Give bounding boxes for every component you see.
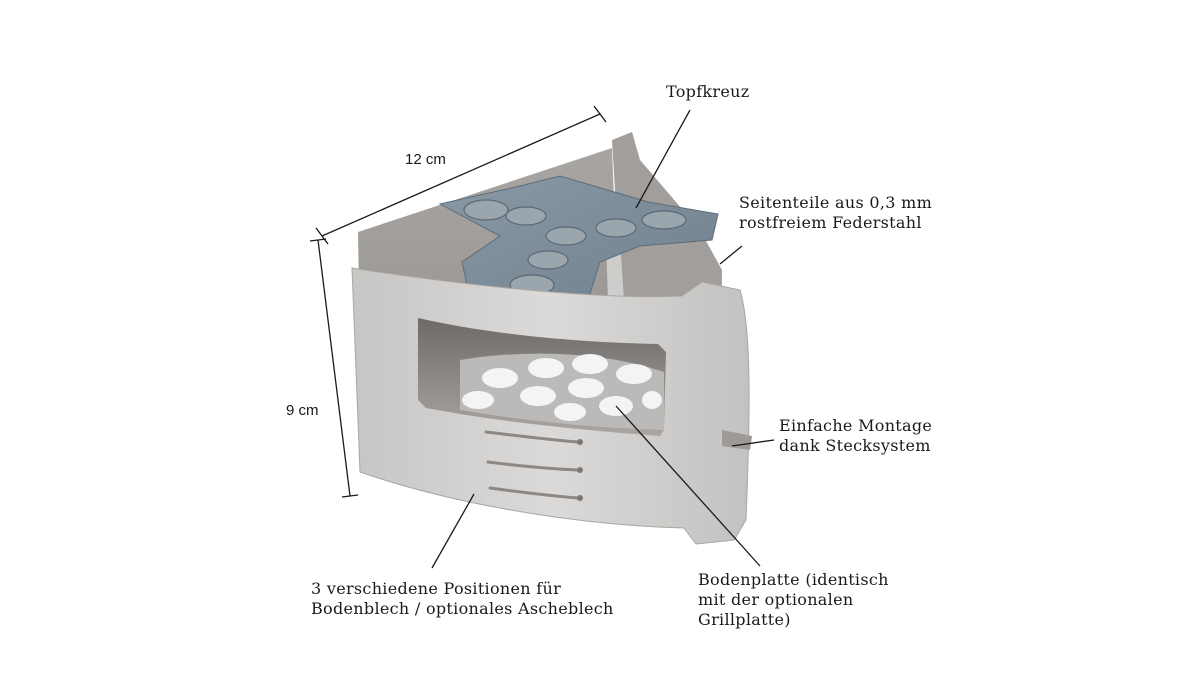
leader-positionen [431,493,475,569]
callout-seitenteile-line-1: Seitenteile aus 0,3 mm [739,193,933,212]
base-plate-holes [462,354,662,421]
leader-topfkreuz [635,109,691,209]
slot-rivets [577,439,583,501]
width-dimension-label: 12 cm [405,151,446,168]
callout-lines [431,109,775,569]
callout-montage: Einfache Montage dank Stecksystem [779,416,932,456]
callout-montage-line-1: Einfache Montage [779,416,933,435]
callout-positionen: 3 verschiedene Positionen für Bodenblech… [311,579,614,619]
callout-bodenplatte-line-3: Grillplatte) [698,610,791,629]
pot-cross-holes [463,199,687,296]
callout-bodenplatte: Bodenplatte (identisch mit der optionale… [698,570,889,630]
callout-topfkreuz: Topfkreuz [666,82,750,101]
callout-seitenteile: Seitenteile aus 0,3 mm rostfreiem Feders… [739,193,932,233]
callout-positionen-line-2: Bodenblech / optionales Ascheblech [311,599,614,618]
height-dimension-label: 9 cm [286,402,319,419]
callout-montage-line-2: dank Stecksystem [779,436,931,455]
position-slots [484,430,580,500]
leader-bodenplatte [615,405,761,567]
leader-seitenteile [719,245,743,265]
callout-positionen-line-1: 3 verschiedene Positionen für [311,579,562,598]
leader-montage [731,439,775,447]
dimension-width [315,105,607,245]
callout-bodenplatte-line-2: mit der optionalen [698,590,854,609]
dimension-height [309,238,359,498]
callout-bodenplatte-line-1: Bodenplatte (identisch [698,570,889,589]
side-tab [722,430,752,450]
pot-cross [438,175,719,313]
callout-seitenteile-line-2: rostfreiem Federstahl [739,213,922,232]
